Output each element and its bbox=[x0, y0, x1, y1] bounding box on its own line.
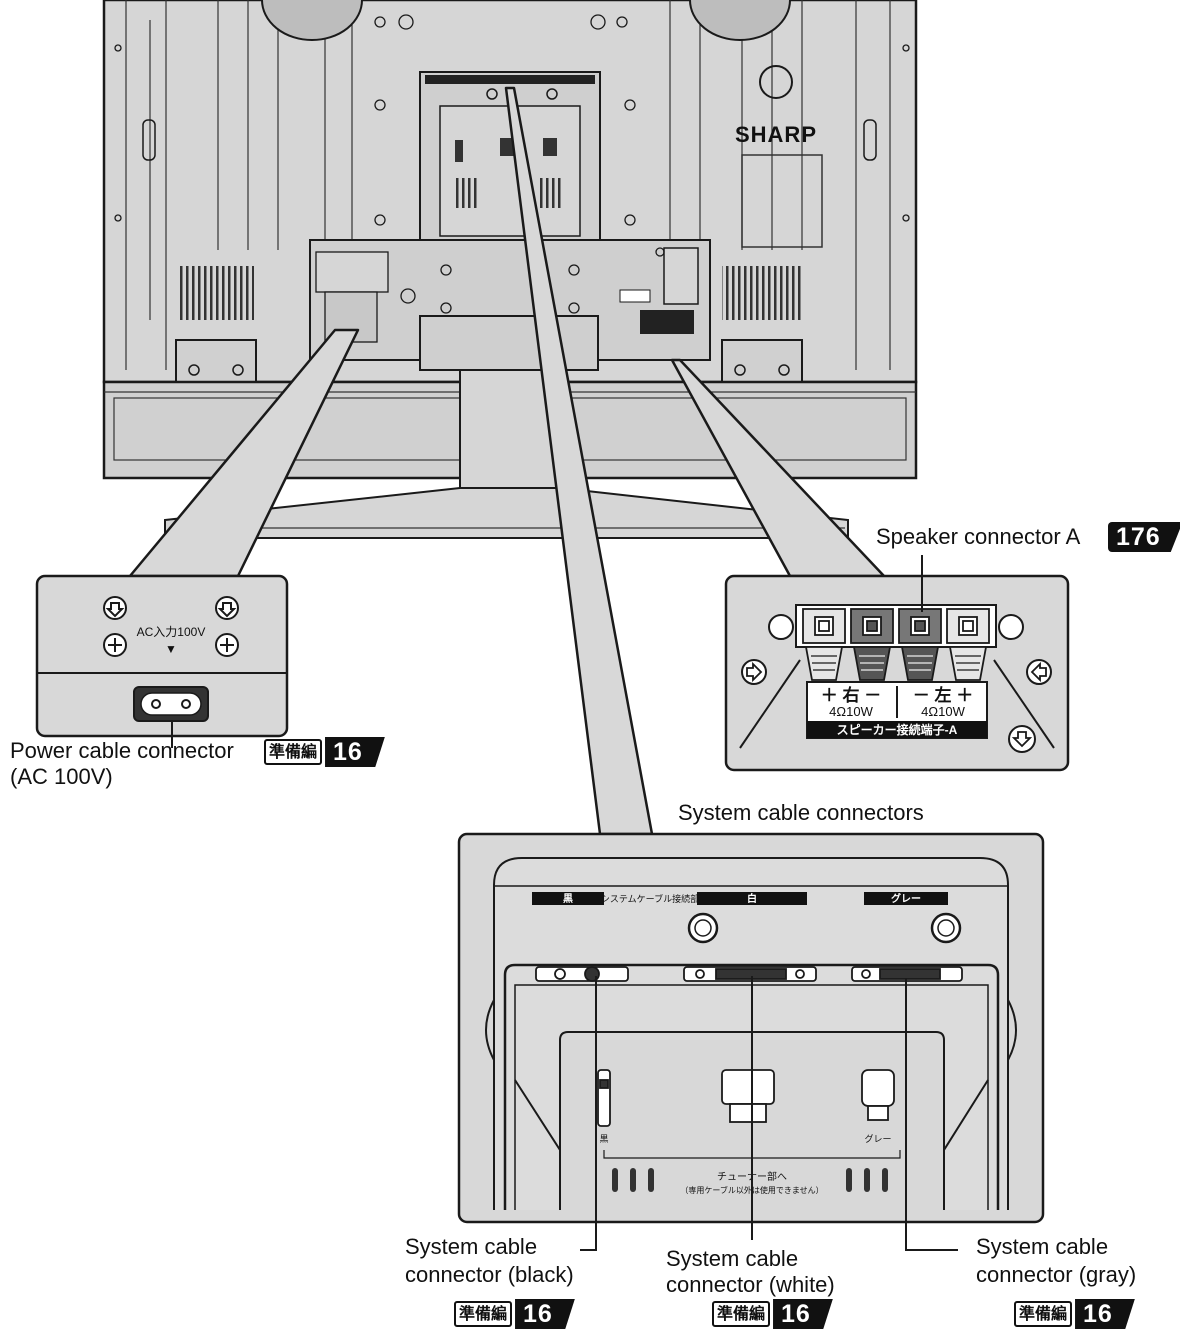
speaker-panel-label: スピーカー接続端子-A bbox=[837, 722, 958, 737]
tv-body: SHARP bbox=[104, 0, 916, 538]
page-number: 176 bbox=[1108, 522, 1180, 552]
page-number: 16 bbox=[773, 1299, 833, 1329]
system-cable-title: System cable connectors bbox=[678, 800, 924, 826]
bar-label-black: 黒 bbox=[563, 893, 573, 905]
plug-label-black: 黒 bbox=[599, 1134, 608, 1144]
callout-white-line2: connector (white) bbox=[666, 1272, 835, 1298]
page-number: 16 bbox=[325, 737, 385, 767]
callout-gray-line1: System cable bbox=[976, 1234, 1108, 1260]
right-terminal-label: ＋ 右 － bbox=[821, 685, 881, 705]
edition-badge: 準備編 bbox=[454, 1301, 512, 1327]
edition-badge: 準備編 bbox=[264, 739, 322, 765]
speaker-page-ref[interactable]: 176 bbox=[1108, 522, 1180, 552]
bar-label-gray: グレー bbox=[891, 892, 921, 905]
page-number: 16 bbox=[515, 1299, 575, 1329]
right-rating: 4Ω10W bbox=[829, 704, 873, 719]
speaker-connector-title: Speaker connector A bbox=[876, 524, 1080, 550]
power-page-ref[interactable]: 準備編 16 bbox=[264, 737, 385, 767]
system-inset: 黒 システムケーブル接続部 白 グレー bbox=[459, 834, 1043, 1250]
power-label-line2: (AC 100V) bbox=[10, 764, 113, 790]
power-panel-text: AC入力100V bbox=[137, 625, 206, 639]
white-page-ref[interactable]: 準備編 16 bbox=[712, 1299, 833, 1329]
callout-gray-line2: connector (gray) bbox=[976, 1262, 1136, 1288]
edition-badge: 準備編 bbox=[712, 1301, 770, 1327]
power-label-line1: Power cable connector bbox=[10, 738, 234, 764]
left-rating: 4Ω10W bbox=[921, 704, 965, 719]
speaker-inset: ＋ 右 － － 左 ＋ 4Ω10W 4Ω10W スピーカー接続端子-A bbox=[726, 555, 1068, 770]
callout-white-line1: System cable bbox=[666, 1246, 798, 1272]
brand-logo: SHARP bbox=[735, 122, 817, 147]
black-page-ref[interactable]: 準備編 16 bbox=[454, 1299, 575, 1329]
ac-inlet-icon bbox=[141, 693, 201, 715]
gray-page-ref[interactable]: 準備編 16 bbox=[1014, 1299, 1135, 1329]
plug-label-gray: グレー bbox=[864, 1133, 891, 1144]
page-number: 16 bbox=[1075, 1299, 1135, 1329]
power-arrow-icon: ▼ bbox=[165, 642, 177, 656]
left-terminal-label: － 左 ＋ bbox=[913, 685, 973, 705]
bar-label-white: 白 bbox=[747, 892, 757, 905]
callout-black-line1: System cable bbox=[405, 1234, 537, 1260]
edition-badge: 準備編 bbox=[1014, 1301, 1072, 1327]
power-inset: AC入力100V ▼ bbox=[37, 576, 287, 748]
callout-black-line2: connector (black) bbox=[405, 1262, 574, 1288]
bar-label-section: システムケーブル接続部 bbox=[601, 893, 699, 904]
